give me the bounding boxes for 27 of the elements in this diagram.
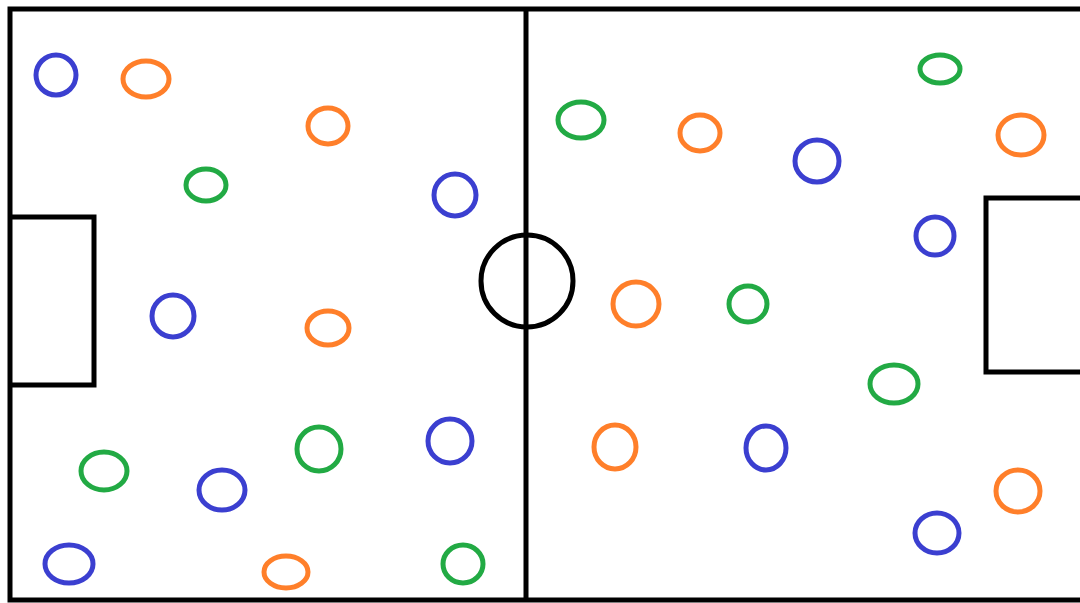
player-marker [743, 423, 789, 473]
player-marker [304, 308, 352, 348]
player-marker [294, 424, 344, 474]
player-marker [33, 52, 79, 98]
player-marker [305, 105, 351, 147]
player-marker [120, 58, 172, 100]
player-marker [993, 467, 1043, 515]
player-marker [42, 542, 96, 586]
player-marker [78, 449, 130, 493]
player-marker [425, 416, 475, 466]
player-marker [912, 510, 962, 556]
player-marker [726, 283, 770, 325]
player-marker [440, 542, 486, 586]
player-marker [917, 52, 963, 86]
player-marker [196, 467, 248, 513]
player-marker [555, 99, 607, 141]
player-marker [610, 279, 662, 329]
player-marker [867, 362, 921, 406]
player-marker [183, 166, 229, 204]
player-marker [913, 214, 957, 258]
player-marker [792, 137, 842, 185]
player-marker [677, 112, 723, 154]
player-marker [431, 171, 479, 219]
player-marker [149, 292, 197, 340]
player-marker [261, 553, 311, 591]
player-marker [995, 112, 1047, 158]
player-marker [591, 422, 639, 472]
